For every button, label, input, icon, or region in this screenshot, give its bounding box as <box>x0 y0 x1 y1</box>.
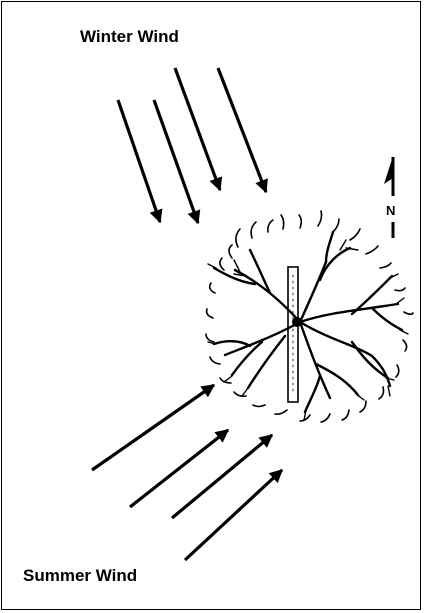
arrow-icon <box>154 100 198 223</box>
arrow-icon <box>172 435 272 518</box>
tree-icon <box>206 211 413 422</box>
north-arrow-icon <box>384 156 393 238</box>
winter-wind-arrows <box>118 68 266 223</box>
summer-wind-arrows <box>92 385 282 560</box>
arrow-icon <box>130 430 228 507</box>
arrow-icon <box>218 68 266 192</box>
arrow-icon <box>175 68 220 190</box>
arrow-icon <box>118 100 160 222</box>
north-label: N <box>386 203 395 218</box>
arrow-icon <box>185 470 282 560</box>
